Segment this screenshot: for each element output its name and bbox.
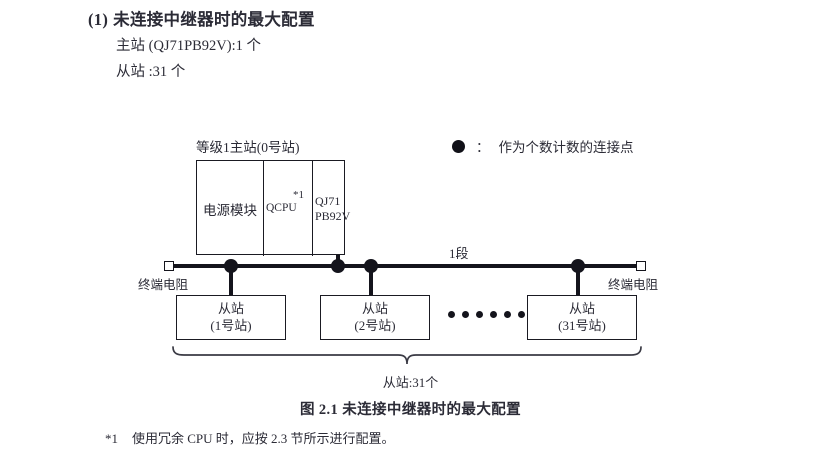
qcpu-label: QCPU (266, 202, 297, 214)
filled-circle-icon (452, 139, 465, 153)
ellipsis-dot (448, 311, 455, 318)
slave-range-label: 从站:31个 (382, 375, 439, 390)
slave-station-number: (2号站) (354, 317, 396, 333)
ellipsis-dot (462, 311, 469, 318)
master-count-line: 主站 (QJ71PB92V):1 个 (116, 38, 262, 54)
slave-count-line: 从站 :31 个 (116, 64, 186, 80)
slave-station-name: 从站 (361, 300, 388, 316)
slave-station-number: (31号站) (558, 317, 606, 333)
footnote-mark: *1 (105, 431, 118, 446)
slave-station-box: 从站 (1号站) (176, 295, 286, 340)
connection-node (331, 259, 345, 273)
slave-range-brace (170, 346, 644, 373)
network-module-label-line2: PB92V (315, 209, 351, 223)
slave-station-box: 从站 (31号站) (527, 295, 637, 340)
slave-station-number: (1号站) (210, 317, 252, 333)
legend: ： 作为个数计数的连接点 (452, 136, 634, 156)
footnote: *1 使用冗余 CPU 时，应按 2.3 节所示进行配置。 (105, 428, 395, 447)
slave-station-box: 从站 (2号站) (320, 295, 430, 340)
power-module-cell: 电源模块 (203, 202, 257, 218)
ellipsis-dot (490, 311, 497, 318)
master-unit-box: 电源模块 *1 QCPU QJ71 PB92V (196, 160, 350, 256)
network-module-cell: QJ71 PB92V (312, 161, 350, 256)
slave-station-name: 从站 (568, 300, 595, 316)
module-divider-1 (263, 161, 264, 256)
ellipsis-dot (476, 311, 483, 318)
terminator-right-label: 终端电阻 (608, 278, 659, 292)
section-heading: (1)未连接中继器时的最大配置 (88, 6, 315, 30)
terminator-right-icon (636, 261, 646, 271)
legend-colon: ： (476, 140, 490, 155)
footnote-text: 使用冗余 CPU 时，应按 2.3 节所示进行配置。 (132, 431, 395, 446)
network-module-label-line1: QJ71 (315, 194, 341, 208)
section-title: 未连接中继器时的最大配置 (113, 10, 315, 29)
figure-caption: 图 2.1 未连接中继器时的最大配置 (299, 402, 522, 418)
ellipsis-dot (504, 311, 511, 318)
bus-line (172, 264, 642, 268)
segment-label: 1段 (449, 246, 469, 261)
legend-label: 作为个数计数的连接点 (498, 140, 634, 155)
slave-drop-line (229, 266, 233, 296)
ellipsis-dots (448, 311, 525, 318)
qcpu-module-cell: *1 QCPU (263, 161, 312, 256)
slave-drop-line (369, 266, 373, 296)
terminator-left-icon (164, 261, 174, 271)
module-divider-2 (312, 161, 313, 256)
slave-drop-line (576, 266, 580, 296)
ellipsis-dot (518, 311, 525, 318)
qcpu-footnote-mark: *1 (293, 189, 304, 201)
terminator-left-label: 终端电阻 (138, 278, 189, 292)
slave-station-name: 从站 (217, 300, 244, 316)
section-number: (1) (88, 10, 109, 29)
master-unit-title: 等级1主站(0号站) (196, 140, 300, 155)
